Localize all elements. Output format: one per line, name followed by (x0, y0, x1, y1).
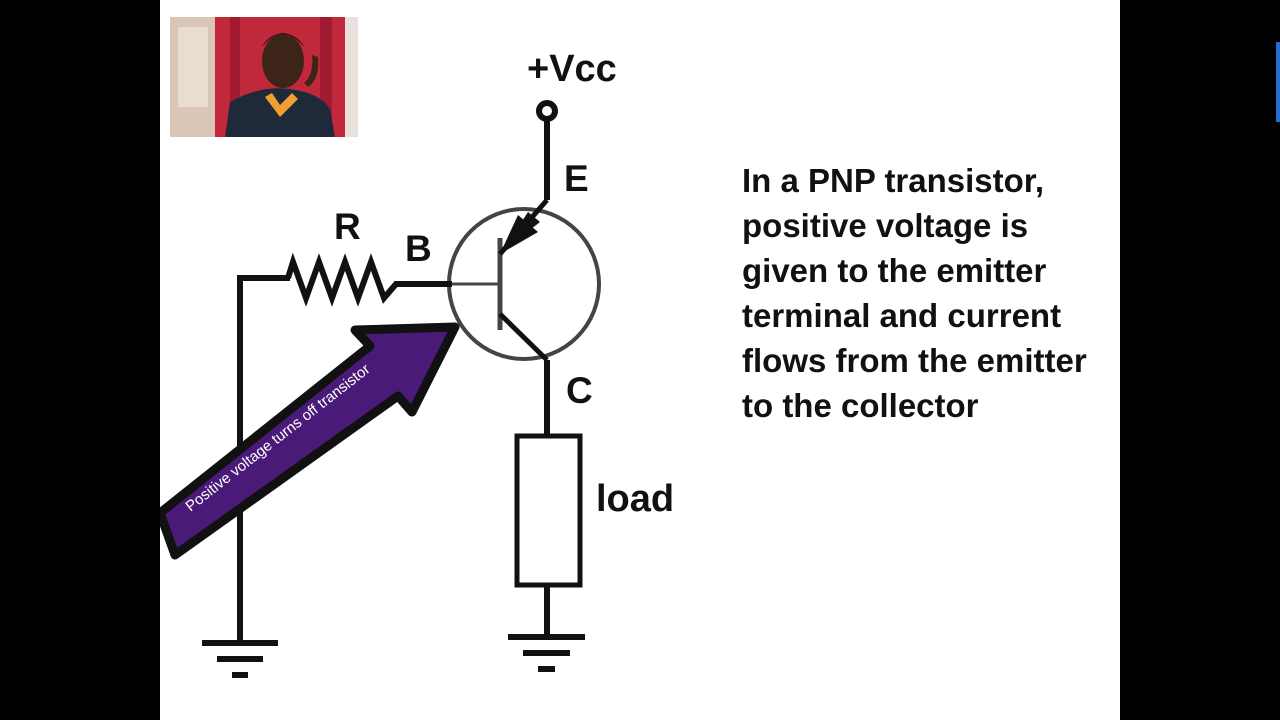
pnp-circuit-diagram (160, 100, 601, 678)
load-resistor (514, 433, 583, 588)
load-label: load (596, 478, 675, 520)
explanation-text: In a PNP transistor, positive voltage is… (742, 162, 1087, 424)
callout-arrow (160, 322, 460, 560)
emitter-label: E (564, 158, 589, 199)
resistor-r (285, 252, 402, 307)
base-label: B (405, 228, 432, 269)
collector-lead (498, 312, 549, 362)
resistor-label: R (334, 206, 361, 247)
collector-label: C (566, 370, 593, 411)
presenter-webcam-icon (170, 17, 358, 137)
emitter-arrowhead (500, 215, 538, 254)
callout-text: Positive voltage turns off transistor (182, 360, 374, 516)
left-wire (237, 275, 290, 640)
right-edge-tab (1276, 42, 1280, 122)
vcc-label: +Vcc (527, 48, 617, 90)
slide: +Vcc E B R C load Positive voltage turns… (160, 0, 1120, 720)
